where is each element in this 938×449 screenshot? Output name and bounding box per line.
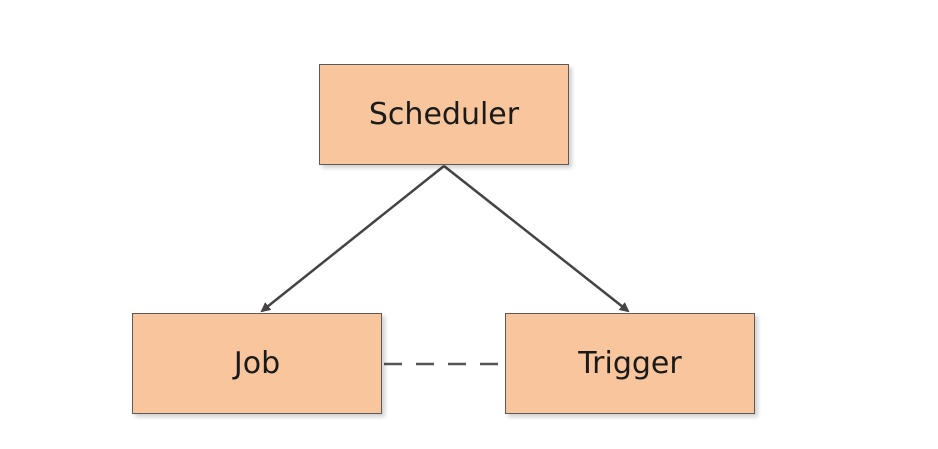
node-trigger-label: Trigger xyxy=(578,346,682,381)
node-trigger: Trigger xyxy=(505,313,755,414)
node-scheduler: Scheduler xyxy=(319,64,569,165)
edge-scheduler-to-trigger xyxy=(443,165,630,313)
node-scheduler-label: Scheduler xyxy=(368,97,520,132)
node-job-label: Job xyxy=(233,346,281,381)
edge-scheduler-to-job xyxy=(260,165,445,313)
node-job: Job xyxy=(132,313,382,414)
